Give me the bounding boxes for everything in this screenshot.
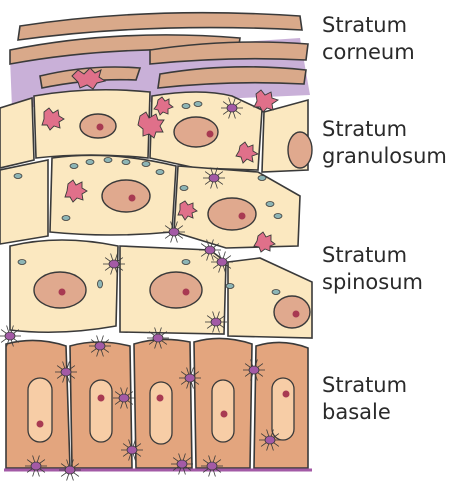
stratum-spinosum-layer bbox=[10, 240, 312, 338]
nucleus bbox=[288, 132, 312, 168]
granular-cell bbox=[0, 98, 34, 168]
granular-cell bbox=[0, 160, 48, 244]
label-stratum-granulosum: Stratum granulosum bbox=[322, 116, 458, 170]
nucleus bbox=[150, 272, 202, 308]
label-stratum-spinosum: Stratum spinosum bbox=[322, 242, 458, 296]
nucleolus bbox=[293, 311, 300, 318]
nucleolus bbox=[157, 395, 164, 402]
stratum-basale-layer bbox=[4, 338, 312, 470]
nucleolus bbox=[98, 395, 105, 402]
nucleolus bbox=[239, 213, 246, 220]
basal-nucleus bbox=[28, 378, 52, 442]
nucleolus bbox=[207, 131, 214, 138]
stratum-granulosum-layer bbox=[0, 90, 312, 252]
nucleus bbox=[102, 180, 150, 212]
nucleolus bbox=[37, 421, 44, 428]
nucleus bbox=[208, 198, 256, 230]
nucleolus bbox=[283, 391, 290, 398]
nucleolus bbox=[129, 195, 136, 202]
nucleus bbox=[274, 296, 310, 328]
basal-nucleus bbox=[150, 382, 172, 444]
label-stratum-corneum: Stratum corneum bbox=[322, 12, 458, 66]
nucleolus bbox=[221, 411, 228, 418]
nucleolus bbox=[59, 289, 66, 296]
basal-nucleus bbox=[90, 380, 112, 442]
label-stratum-basale: Stratum basale bbox=[322, 372, 458, 426]
basal-nucleus bbox=[272, 378, 294, 440]
nucleolus bbox=[183, 289, 190, 296]
nucleolus bbox=[97, 124, 104, 131]
